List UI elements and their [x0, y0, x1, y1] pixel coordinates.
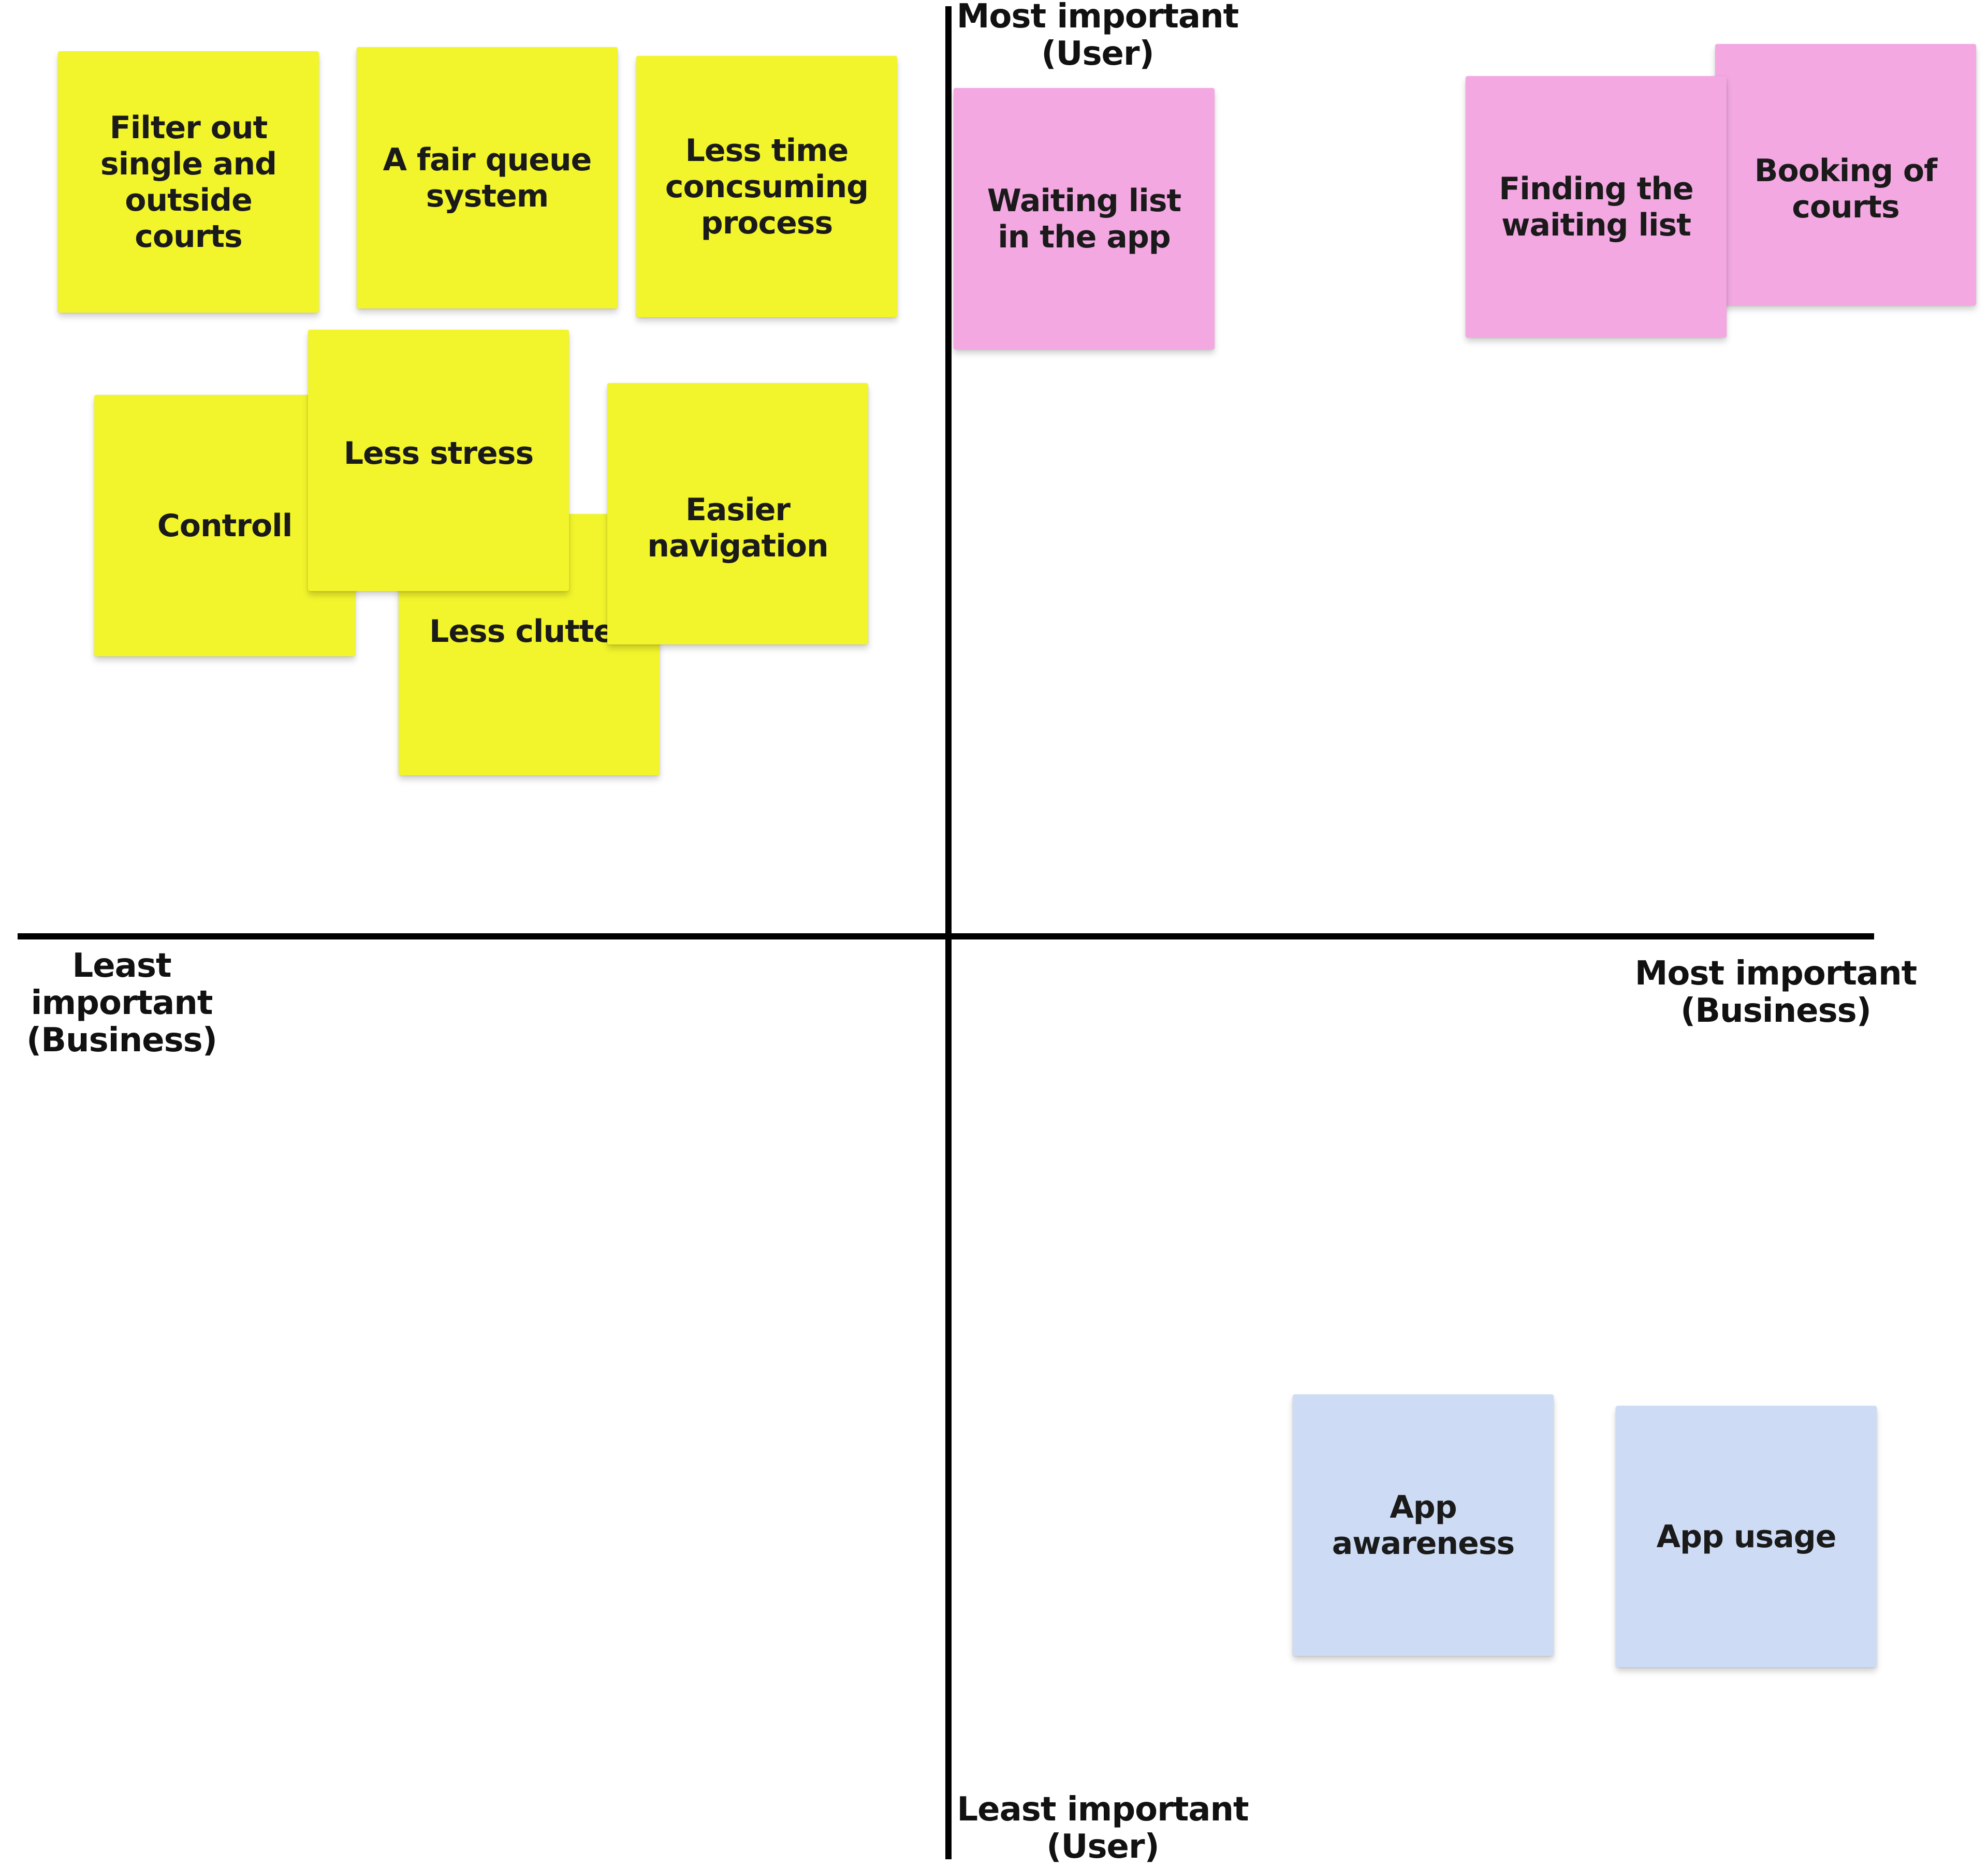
axis-label-bottom-line1: Least important — [957, 1790, 1249, 1829]
sticky-note-text: Finding the waiting list — [1499, 170, 1693, 243]
axis-label-bottom: Least important (User) — [932, 1791, 1274, 1865]
sticky-note-fair-queue[interactable]: A fair queue system — [357, 47, 618, 308]
axis-label-left-line1: Least important — [31, 947, 213, 1022]
sticky-note-text: Waiting list in the app — [987, 182, 1181, 255]
sticky-note-less-time[interactable]: Less time concsuming process — [636, 56, 897, 317]
axis-label-right: Most important (Business) — [1595, 955, 1957, 1030]
axis-label-right-line2: (Business) — [1680, 992, 1872, 1030]
sticky-note-booking-courts[interactable]: Booking of courts — [1715, 44, 1976, 305]
sticky-note-less-stress[interactable]: Less stress — [308, 330, 569, 591]
sticky-note-waiting-list-app[interactable]: Waiting list in the app — [954, 88, 1215, 349]
axis-label-top-line2: (User) — [1041, 35, 1154, 73]
sticky-note-text: A fair queue system — [383, 141, 592, 214]
sticky-note-easier-navigation[interactable]: Easier navigation — [607, 383, 868, 644]
axis-label-left-line2: (Business) — [26, 1021, 217, 1060]
sticky-note-filter-courts[interactable]: Filter out single and outside courts — [58, 51, 319, 313]
axis-label-left: Least important (Business) — [0, 947, 243, 1059]
sticky-note-text: App awareness — [1332, 1489, 1515, 1562]
sticky-note-app-awareness[interactable]: App awareness — [1293, 1394, 1554, 1656]
sticky-note-text: Less time concsuming process — [665, 132, 869, 241]
axis-label-top-line1: Most important — [956, 0, 1239, 36]
axis-label-right-line1: Most important — [1634, 954, 1918, 993]
axis-label-bottom-line2: (User) — [1046, 1828, 1160, 1866]
axis-label-top: Most important (User) — [927, 0, 1268, 72]
sticky-note-app-usage[interactable]: App usage — [1616, 1406, 1877, 1667]
horizontal-axis-line — [18, 933, 1874, 939]
sticky-note-text: Less clutter — [429, 613, 630, 650]
sticky-note-finding-waiting-list[interactable]: Finding the waiting list — [1466, 76, 1727, 337]
sticky-note-text: Easier navigation — [647, 492, 829, 564]
sticky-note-text: App usage — [1656, 1518, 1837, 1555]
sticky-note-text: Booking of courts — [1754, 153, 1938, 225]
sticky-note-text: Controll — [157, 507, 293, 544]
sticky-note-text: Less stress — [343, 435, 534, 472]
vertical-axis-line — [945, 6, 952, 1859]
sticky-note-text: Filter out single and outside courts — [100, 109, 277, 255]
